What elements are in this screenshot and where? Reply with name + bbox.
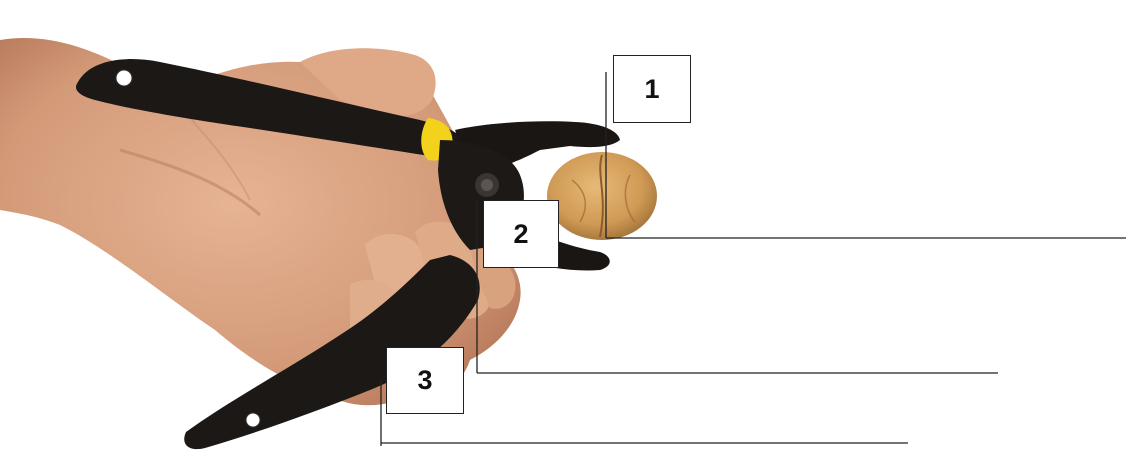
- callout-label-2: 2: [483, 200, 559, 268]
- walnut: [547, 152, 657, 240]
- callout-label-1: 1: [613, 55, 691, 123]
- callout-label-3: 3: [386, 347, 464, 414]
- callout-number: 2: [513, 219, 528, 250]
- callout-number: 1: [644, 74, 659, 105]
- callout-number: 3: [417, 365, 432, 396]
